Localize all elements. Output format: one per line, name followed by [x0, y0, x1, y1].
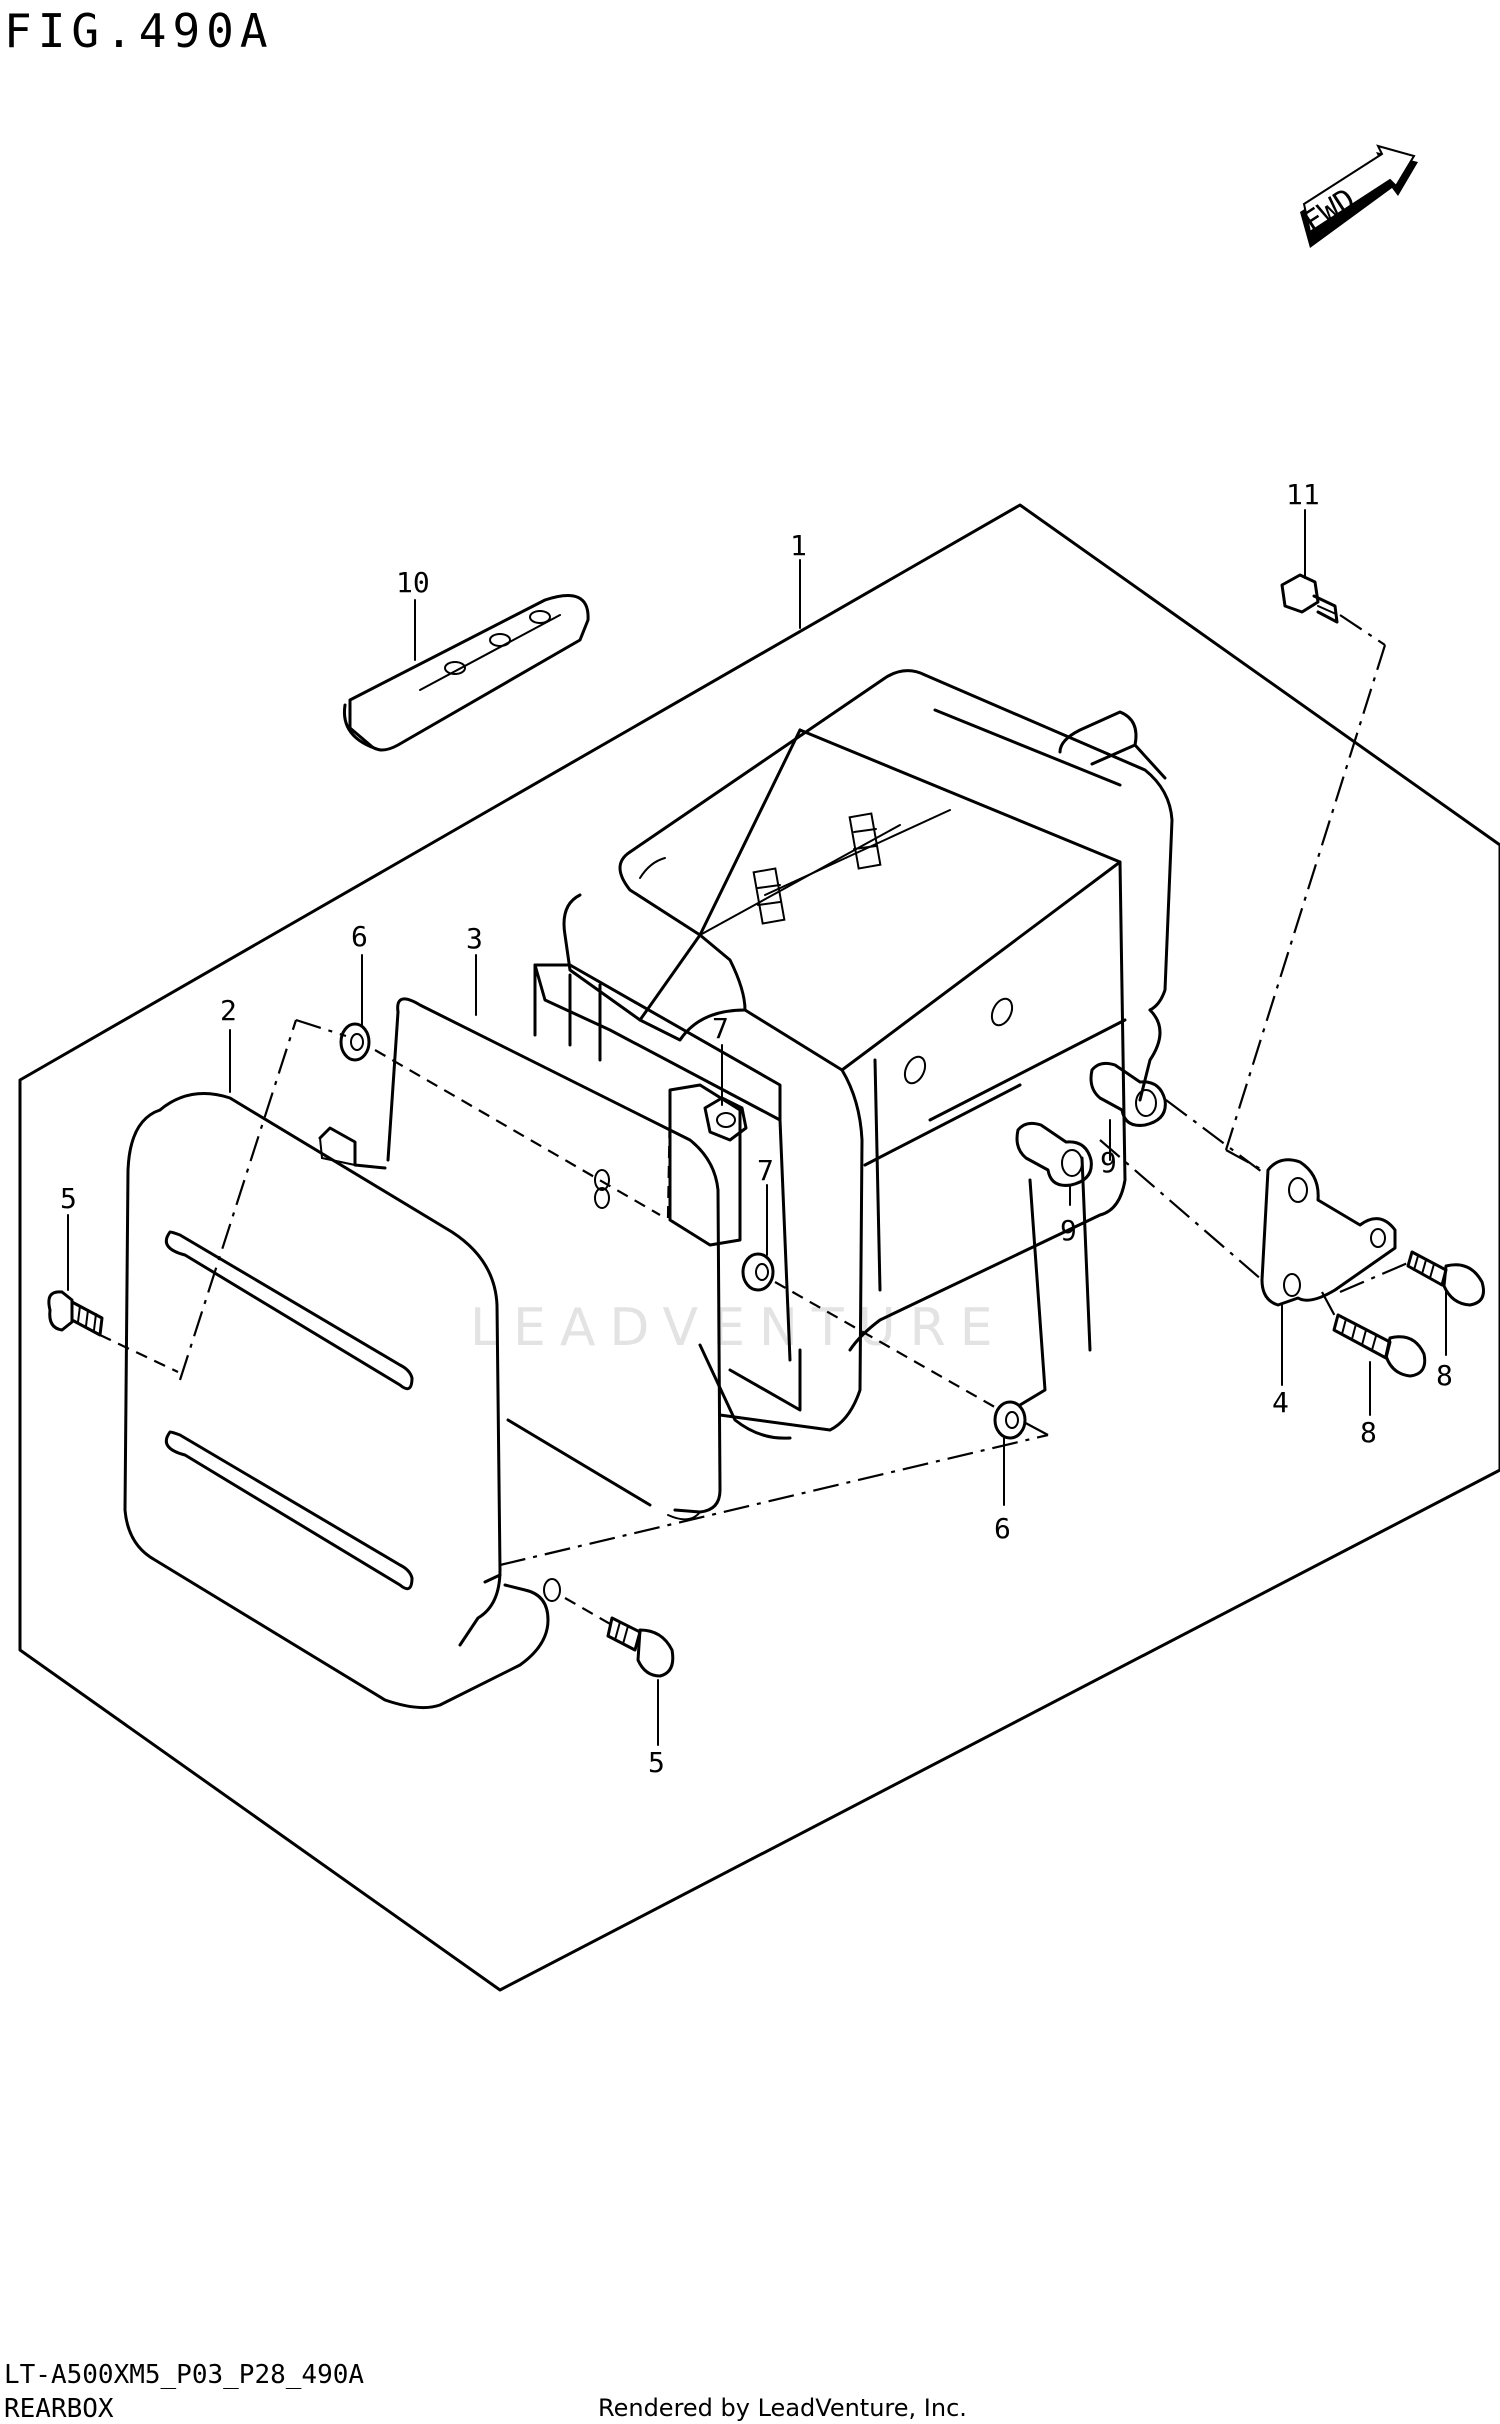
part-7-nut-lower-icon	[741, 1252, 775, 1292]
part-2-panel	[123, 1092, 561, 1710]
callout-5-bottom: 5	[648, 1746, 665, 1779]
render-credit: Rendered by LeadVenture, Inc.	[598, 2394, 967, 2422]
figure-name: REARBOX	[4, 2394, 114, 2424]
assembly-guide-lines	[99, 614, 1411, 1626]
part-9-grommet-lower-icon	[1015, 1121, 1093, 1187]
callout-1: 1	[790, 529, 807, 562]
part-8-bolt-upper-icon	[1406, 1250, 1485, 1307]
callout-2: 2	[220, 994, 237, 1027]
part-6-washer-lower-icon	[993, 1400, 1027, 1440]
part-3-gasket	[386, 997, 722, 1521]
callout-7-upper: 7	[712, 1012, 729, 1045]
assembly-boundary	[18, 503, 1500, 1992]
callout-4: 4	[1272, 1386, 1289, 1419]
part-5-screw-bottom-icon	[606, 1616, 675, 1678]
figure-code: LT-A500XM5_P03_P28_490A	[4, 2360, 365, 2390]
part-4-bracket	[1260, 1158, 1397, 1307]
callout-8-upper: 8	[1436, 1359, 1453, 1392]
part-11-bolt-icon	[1280, 573, 1339, 624]
part-10-bracket	[342, 594, 590, 752]
callout-11: 11	[1286, 478, 1320, 511]
fwd-arrow-icon: FWD	[1297, 144, 1418, 248]
figure-title: FIG.490A	[4, 4, 274, 58]
callout-6-lower: 6	[994, 1512, 1011, 1545]
callout-9-lower: 9	[1060, 1214, 1077, 1247]
callout-10: 10	[396, 566, 430, 599]
callout-8-lower: 8	[1360, 1416, 1377, 1449]
watermark-text: LEADVENTURE	[470, 1298, 1007, 1358]
part-8-bolt-lower-icon	[1332, 1313, 1427, 1378]
part-1-rear-box	[533, 669, 1174, 1440]
part-5-screw-left-icon	[47, 1290, 104, 1337]
callout-7-lower: 7	[757, 1154, 774, 1187]
callout-3: 3	[466, 922, 483, 955]
callout-9-upper: 9	[1100, 1146, 1117, 1179]
part-9-grommet-upper-icon	[1089, 1061, 1167, 1127]
callout-6-upper: 6	[351, 920, 368, 953]
part-6-washer-upper-icon	[339, 1022, 371, 1062]
callout-5-left: 5	[60, 1182, 77, 1215]
callout-leaders	[67, 509, 1447, 1746]
